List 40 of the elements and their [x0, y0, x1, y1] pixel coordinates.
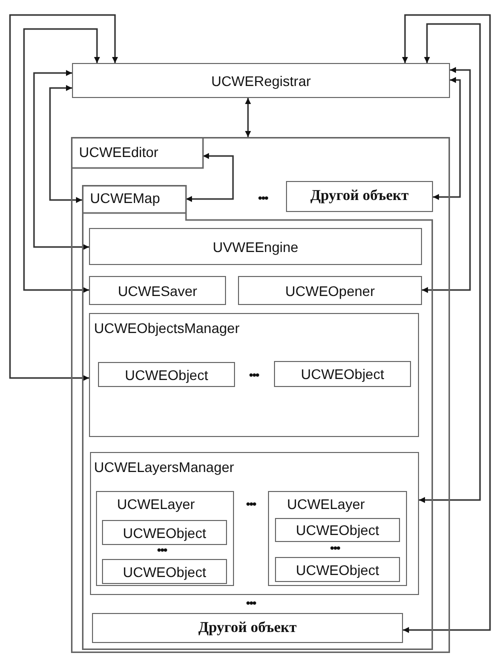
container-title: UCWEObjectsManager — [94, 320, 240, 336]
class-box: Другой объект — [286, 181, 433, 212]
container-title: UCWEMap — [90, 190, 160, 206]
class-box: UCWEObject — [275, 518, 400, 542]
class-box: UVWEEngine — [89, 228, 422, 265]
ellipsis: ••• — [246, 596, 256, 610]
container-frame — [89, 313, 419, 437]
container-title: UCWELayersManager — [94, 459, 234, 475]
connector-arrow — [33, 70, 89, 250]
class-box: UCWESaver — [89, 276, 226, 305]
container-frame — [96, 491, 234, 586]
container-title: UCWEEditor — [79, 144, 158, 160]
connector-arrow — [49, 85, 82, 203]
ellipsis: ••• — [246, 497, 256, 511]
class-box: UCWEObject — [275, 557, 400, 582]
class-box: UCWEObject — [98, 362, 235, 387]
ellipsis: ••• — [157, 543, 167, 557]
connector-arrow — [419, 23, 481, 503]
class-box: UCWERegistrar — [72, 63, 450, 98]
connector-arrow — [245, 98, 251, 137]
connector-arrow — [9, 14, 118, 381]
container-frame — [90, 452, 419, 595]
container-title: UCWELayer — [287, 496, 365, 512]
container-frame — [268, 491, 407, 586]
class-box: UCWEObject — [102, 559, 227, 584]
connector-arrow — [186, 153, 234, 202]
connector-arrow — [433, 77, 461, 200]
connector-arrow — [422, 67, 471, 293]
ellipsis: ••• — [249, 368, 259, 382]
container-title: UCWELayer — [117, 496, 195, 512]
class-box: UCWEObject — [274, 361, 411, 387]
ellipsis: ••• — [258, 191, 268, 205]
class-box: UCWEOpener — [238, 276, 422, 305]
ellipsis: ••• — [330, 541, 340, 555]
class-box: UCWEObject — [102, 520, 227, 545]
tabbed-container-frame — [71, 137, 450, 653]
connector-arrow — [23, 28, 100, 293]
class-box: Другой объект — [92, 613, 403, 643]
connector-arrow — [402, 14, 491, 633]
tabbed-container-frame — [82, 185, 433, 650]
